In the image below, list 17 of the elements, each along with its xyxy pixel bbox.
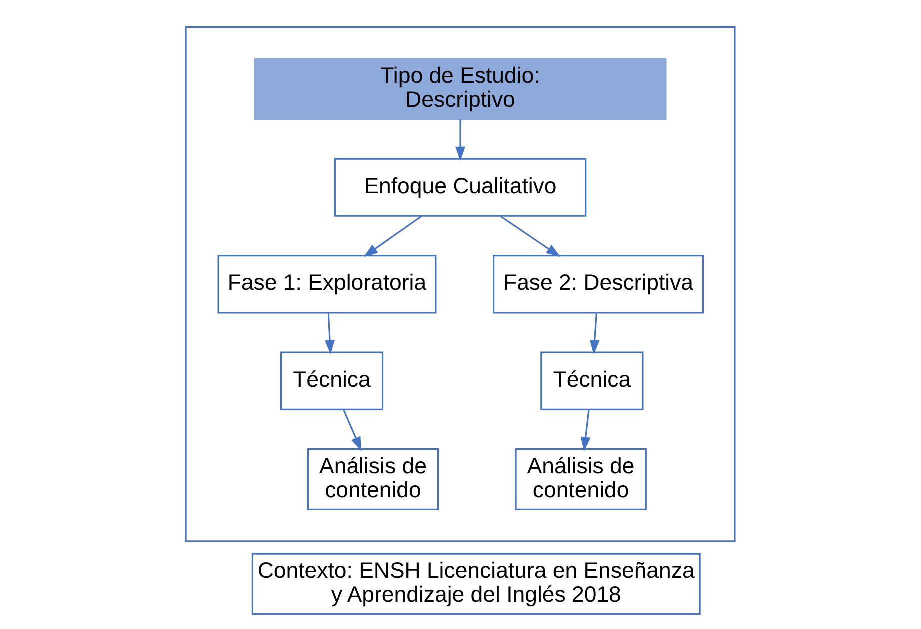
cluster: [185, 26, 736, 542]
node-box: Técnica: [280, 352, 384, 410]
node-box: Enfoque Cualitativo: [334, 158, 587, 217]
node-box: Análisis de contenido: [307, 448, 440, 510]
arrow: [364, 216, 422, 258]
node-box: Análisis de contenido: [515, 448, 647, 510]
node-box: Contexto: ENSH Licenciatura en Enseñanza y Aprendizaje del Inglés 2018: [252, 553, 701, 616]
node-box: Tipo de Estudio: Descriptivo: [254, 58, 667, 120]
node-box: Fase 1: Exploratoria: [218, 255, 437, 314]
arrow: [590, 312, 600, 355]
arrow: [342, 409, 362, 452]
arrow: [325, 312, 335, 355]
arrow: [500, 216, 561, 258]
arrow: [456, 119, 466, 162]
node-box: Fase 2: Descriptiva: [493, 255, 704, 314]
node-box: Técnica: [540, 352, 644, 410]
arrow: [580, 410, 591, 452]
